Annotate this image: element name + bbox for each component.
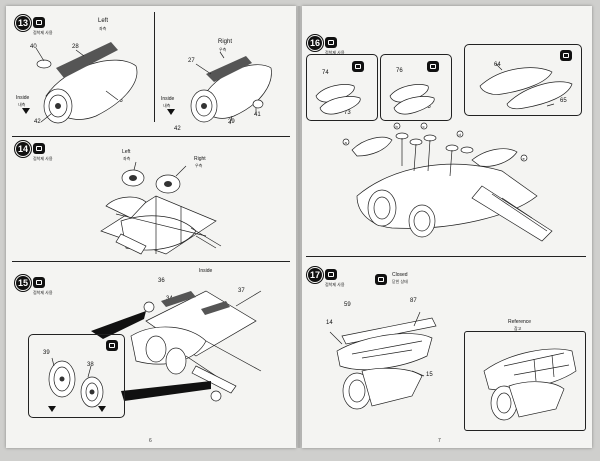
part-number: 29 — [228, 119, 235, 125]
left-label-kr: 좌측 — [123, 156, 131, 161]
instruction-page-right: 16 접착제 사용 74 73 76 75 64 65 a b — [302, 6, 592, 448]
glue-icon — [325, 269, 337, 280]
svg-text:d: d — [459, 132, 461, 137]
part-number: 73 — [344, 110, 351, 116]
part-number: 39 — [43, 350, 50, 356]
part-number: 14 — [326, 320, 333, 326]
glue-note: 접착제 사용 — [325, 50, 345, 55]
reference-inset — [464, 331, 586, 431]
part-number: 42 — [174, 126, 181, 132]
right-label: Right — [218, 39, 233, 45]
glue-icon — [325, 37, 337, 48]
glue-icon — [352, 61, 364, 72]
part-number: 87 — [410, 298, 417, 304]
right-label-kr: 우측 — [219, 47, 227, 52]
wheel-detail-inset — [28, 334, 125, 418]
part-number: 41 — [254, 112, 261, 118]
part-number: 38 — [87, 362, 94, 368]
inside-label: Inside — [161, 96, 175, 102]
canopy-assembly-drawing — [329, 311, 437, 410]
inside-label: Inside — [199, 268, 213, 274]
reference-canopy-drawing — [483, 348, 577, 421]
part-number: 37 — [238, 288, 245, 294]
step-15-badge: 15 — [14, 274, 32, 292]
glue-icon — [33, 277, 45, 288]
svg-text:a: a — [345, 140, 348, 145]
part-number: 28 — [72, 44, 79, 50]
glue-note: 접착제 사용 — [33, 156, 53, 161]
step-16-badge: 16 — [306, 34, 324, 52]
parts-inset-c — [464, 44, 582, 116]
inside-label: Inside — [16, 95, 30, 101]
parts-inset-b — [380, 54, 452, 121]
part-number: 36 — [158, 278, 165, 284]
parts-inset-a — [306, 54, 378, 121]
svg-text:c: c — [423, 124, 425, 129]
wheel-drawing — [48, 357, 106, 412]
svg-text:e: e — [523, 156, 526, 161]
glue-note: 접착제 사용 — [325, 282, 345, 287]
glue-icon — [33, 17, 45, 28]
closed-label-kr: 닫힌 상태 — [392, 279, 408, 284]
aircraft-wing-assembly-drawing — [100, 161, 222, 255]
left-label: Left — [122, 149, 131, 155]
right-label-kr: 우측 — [195, 163, 203, 168]
instruction-page-left: 13 접착제 사용 Left 좌측 Right 우측 40 28 26 42 I… — [6, 6, 296, 448]
divider-vertical — [154, 12, 155, 122]
glue-icon — [375, 274, 387, 285]
part-number: 76 — [396, 68, 403, 74]
step-13-badge: 13 — [14, 14, 32, 32]
glue-icon — [427, 61, 439, 72]
divider-horizontal — [306, 256, 586, 257]
closed-label: Closed — [392, 272, 408, 278]
divider-horizontal — [12, 261, 290, 262]
fuselage-assembly-drawing: a b c d e — [342, 122, 553, 242]
svg-text:b: b — [396, 124, 399, 129]
part-number: 15 — [426, 372, 433, 378]
step-14-badge: 14 — [14, 140, 32, 158]
engine-nacelle-left-drawing — [22, 42, 272, 125]
part-number: 27 — [188, 58, 195, 64]
book-spine — [296, 6, 302, 448]
step-17-badge: 17 — [306, 266, 324, 284]
page-number: 6 — [149, 438, 152, 444]
part-number: 59 — [344, 302, 351, 308]
part-number: 42 — [34, 119, 41, 125]
part-number: 65 — [560, 98, 567, 104]
divider-horizontal — [12, 136, 290, 137]
glue-icon — [33, 143, 45, 154]
inside-label-kr: 내측 — [18, 102, 26, 107]
glue-icon — [106, 340, 118, 351]
glue-note: 접착제 사용 — [33, 290, 53, 295]
left-label-kr: 좌측 — [99, 26, 107, 31]
glue-icon — [560, 50, 572, 61]
part-number: 40 — [30, 44, 37, 50]
inside-label-kr: 내측 — [163, 103, 171, 108]
landing-gear-assembly-drawing — [91, 290, 262, 402]
right-label: Right — [194, 156, 206, 162]
bomb-parts-drawing — [315, 63, 573, 115]
left-label: Left — [98, 18, 109, 24]
reference-label-kr: 참고 — [514, 326, 522, 331]
page-number: 7 — [438, 438, 441, 444]
part-number: 74 — [322, 70, 329, 76]
reference-label: Reference — [508, 319, 532, 325]
glue-note: 접착제 사용 — [33, 30, 53, 35]
